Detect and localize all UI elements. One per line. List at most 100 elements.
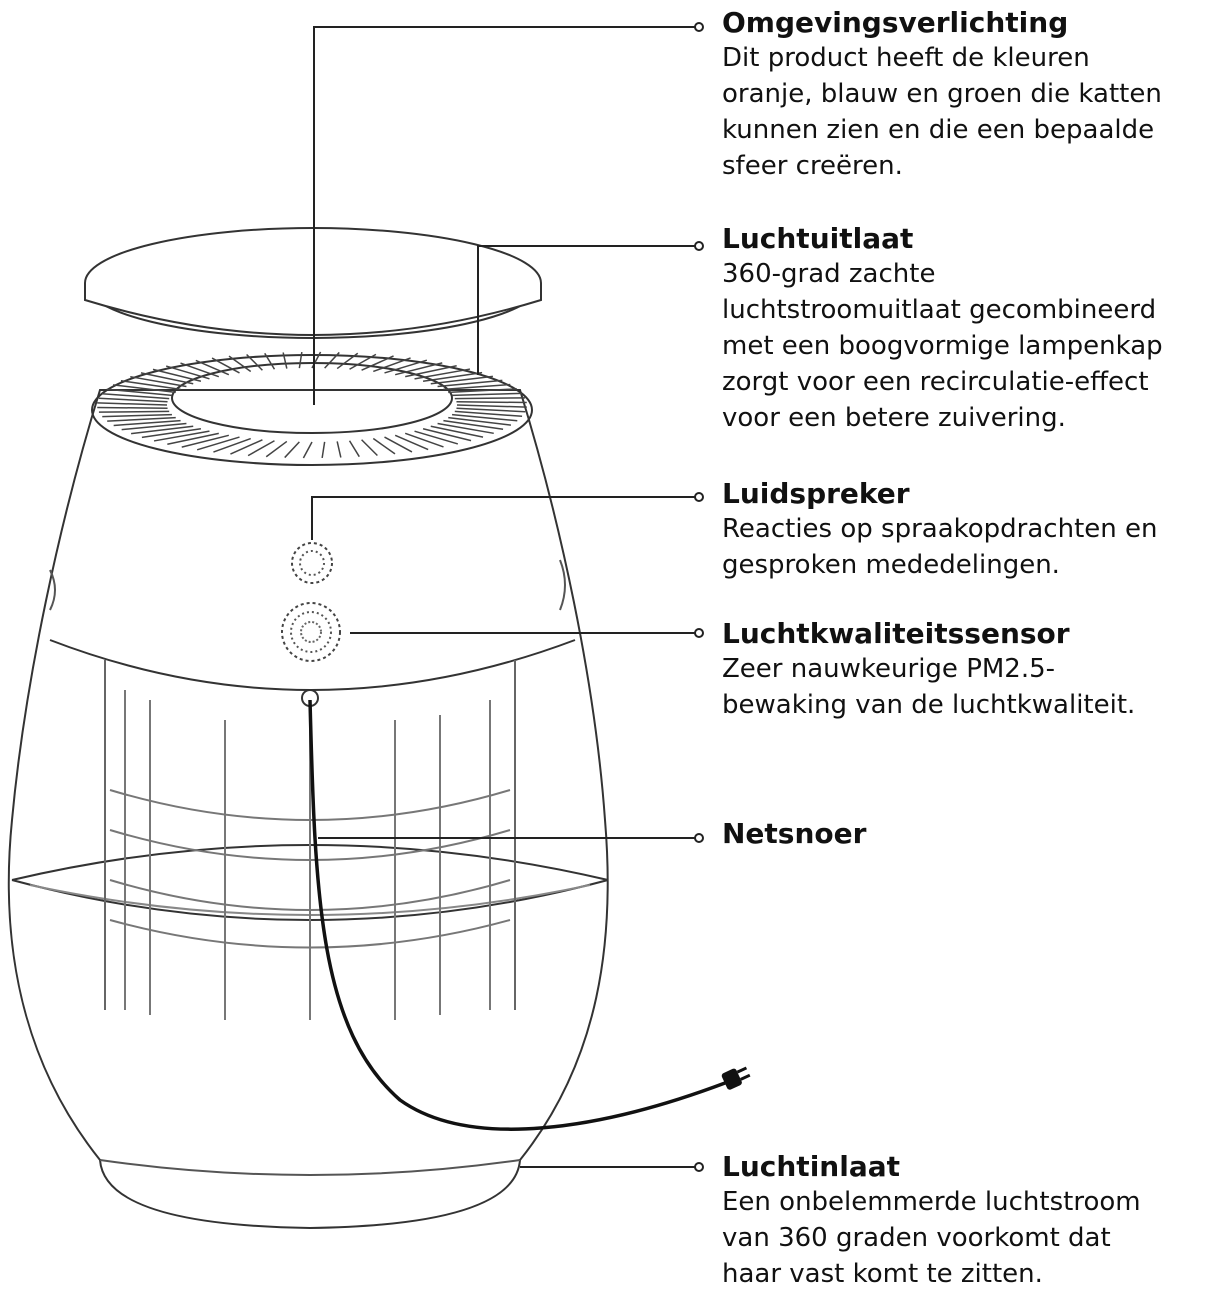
leader-luidspreker (311, 496, 695, 540)
vent-slat (414, 368, 471, 380)
vent-slat (246, 353, 263, 371)
vent-slat (298, 351, 303, 369)
vent-slat (452, 392, 522, 397)
vent-slat (230, 439, 263, 455)
vent-slat (98, 397, 168, 403)
vent-slat (405, 365, 457, 378)
vent-slat (443, 383, 511, 391)
vent-slat (451, 413, 518, 422)
vent-slat (321, 441, 326, 459)
vent-slat (448, 416, 512, 426)
callout-title: Netsnoer (722, 817, 867, 850)
vent-slat (404, 432, 444, 448)
vent-slat (394, 362, 443, 376)
vent-slat (384, 359, 428, 374)
vent-slat (97, 406, 168, 409)
leader-dot (694, 628, 704, 638)
vent-slat (265, 440, 288, 458)
vent-slat (228, 355, 252, 373)
vent-slat (430, 375, 493, 385)
vent-slat (211, 357, 240, 374)
vent-slat (165, 365, 210, 380)
speaker-grille (291, 542, 333, 584)
upper-shell-edge (49, 639, 576, 691)
callout-title: Luchtkwaliteitssensor (722, 617, 1070, 650)
vent-slat (324, 351, 340, 369)
vent-slat (361, 439, 378, 457)
vent-slat (97, 402, 168, 406)
callout-description: 360-grad zachte luchtstroomuitlaat gecom… (722, 259, 1163, 433)
callout-netsnoer: Netsnoer (722, 817, 866, 851)
vent-slat (264, 352, 276, 370)
leader-lines (311, 22, 704, 1172)
vent-slat (101, 392, 170, 400)
leader-luchtuitlaat (477, 245, 695, 375)
vent-slat (112, 384, 176, 394)
vent-slat (153, 430, 210, 442)
leader-dot (694, 241, 704, 251)
power-cord (301, 689, 751, 1131)
vent-slat (113, 419, 181, 427)
vent-slat (131, 425, 194, 435)
callout-description: Dit product heeft de kleuren oranje, bla… (722, 43, 1162, 181)
vent-ring (91, 354, 533, 466)
leader-omgevingsverlichting (313, 26, 695, 405)
callout-description: Zeer nauwkeurige PM2.5- bewaking van de … (722, 654, 1136, 720)
vent-slat (302, 441, 313, 459)
vent-slat (454, 397, 526, 400)
vent-slat (130, 375, 187, 388)
callout-title: Luchtinlaat (722, 1150, 900, 1183)
vent-slat (348, 440, 360, 458)
callout-description: Een onbelemmerde luchtstroom van 360 gra… (722, 1187, 1141, 1289)
vent-slat (448, 388, 517, 394)
vent-slat (336, 441, 342, 458)
vent-slats (97, 351, 527, 459)
vent-slat (98, 410, 170, 413)
leader-dot (694, 1162, 704, 1172)
vent-slat (454, 410, 523, 418)
filter-cage (109, 690, 511, 1020)
vent-slat (152, 368, 202, 382)
leader-dot (694, 22, 704, 32)
callout-title: Luchtuitlaat (722, 222, 914, 255)
sensor-grille (281, 602, 341, 662)
vent-slat (456, 407, 526, 413)
vent-slat (181, 434, 230, 448)
vent-slat (195, 359, 230, 376)
vent-slat (247, 440, 275, 457)
vent-slat (414, 430, 459, 445)
purifier-illustration (7, 227, 609, 1230)
vent-slat (384, 436, 413, 453)
leader-dot (694, 492, 704, 502)
vent-slat (120, 379, 181, 391)
vent-slat (394, 434, 429, 451)
vent-slat (422, 428, 472, 442)
vent-slat (372, 437, 396, 455)
vent-slat (107, 416, 176, 422)
vent-slat (213, 437, 251, 453)
vent-slat (141, 428, 202, 439)
callout-title: Omgevingsverlichting (722, 6, 1069, 39)
vent-slat (284, 441, 300, 459)
vent-slat (430, 425, 484, 438)
vent-slat (349, 353, 377, 370)
callout-luidspreker: Luidspreker Reacties op spraakopdrachten… (722, 477, 1157, 583)
vent-slat (456, 404, 527, 408)
leader-dot (694, 833, 704, 843)
vent-slat (282, 352, 288, 369)
vent-slat (180, 362, 220, 378)
vent-slat (121, 422, 187, 431)
vent-slat (336, 352, 359, 370)
vent-slat (167, 432, 219, 445)
callout-luchtinlaat: Luchtinlaat Een onbelemmerde luchtstroom… (722, 1150, 1141, 1292)
vent-slat (422, 371, 483, 382)
callout-omgevingsverlichting: Omgevingsverlichting Dit product heeft d… (722, 6, 1162, 184)
vent-slat (140, 372, 194, 385)
callout-title: Luidspreker (722, 477, 910, 510)
vent-slat (361, 355, 394, 371)
vent-slat (437, 422, 494, 435)
callout-luchtuitlaat: Luchtuitlaat 360-grad zachte luchtstroom… (722, 222, 1163, 436)
vent-slat (102, 413, 172, 418)
plug-icon (721, 1066, 751, 1090)
